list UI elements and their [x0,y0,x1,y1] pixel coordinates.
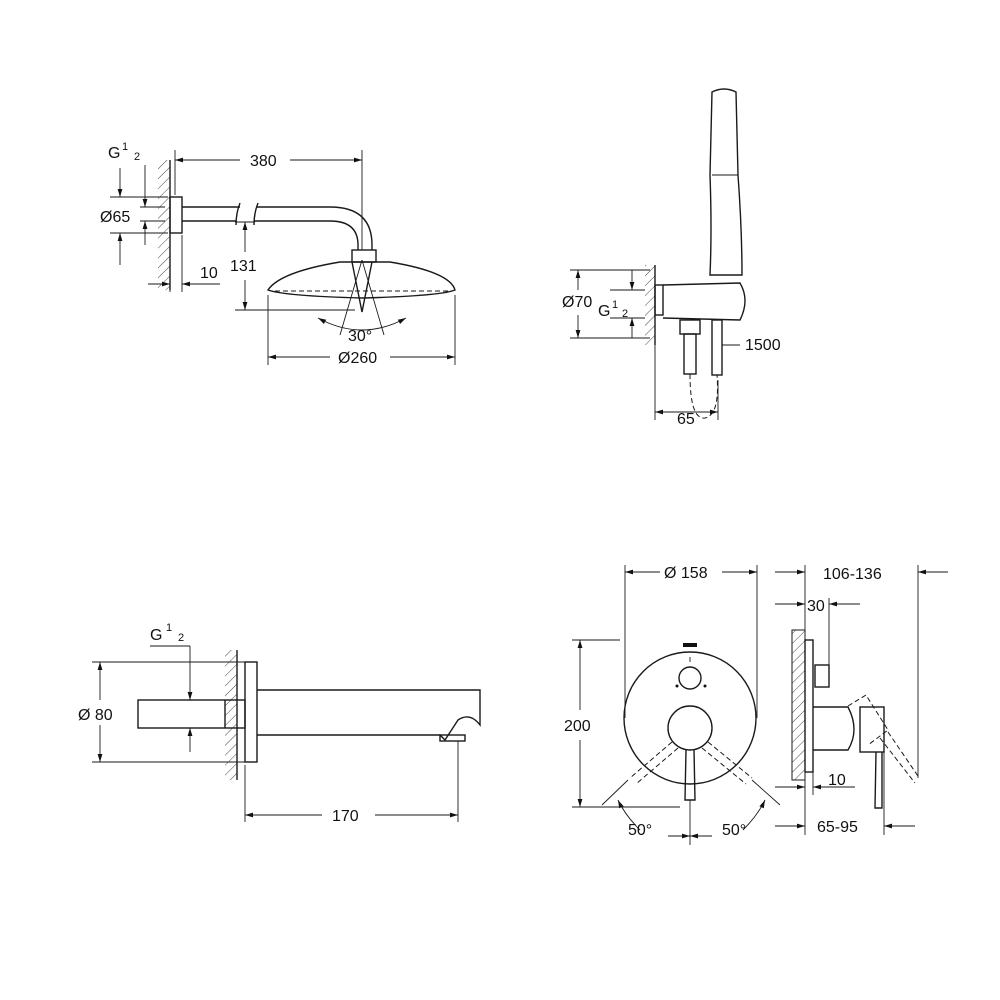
flange-dia-label: Ø 80 [78,707,113,724]
thread-den: 2 [178,632,184,644]
flange-dia-label: Ø65 [100,209,130,226]
plate-offset-label: 30 [807,598,825,615]
length-label: 170 [332,808,359,825]
thread-label: G [150,627,162,644]
height-label: 200 [564,718,591,735]
flange-dia-label: Ø70 [562,294,592,311]
angle-right-label: 50° [722,822,746,839]
flange-depth-label: 10 [200,265,218,282]
spout-drawing: G 1 2 Ø 80 170 [78,622,481,825]
head-dia-label: Ø260 [338,350,377,367]
thread-label: G [108,145,120,162]
rain-shower-drawing: 30° 380 G 1 2 Ø65 10 131 Ø260 [100,141,456,367]
depth-label: 65 [677,411,695,428]
height-label: 131 [230,258,257,275]
install-depth-label: 65-95 [817,819,858,836]
plate-dia-label: Ø 158 [664,565,708,582]
projection-label: 106-136 [823,566,882,583]
thread-num: 1 [122,141,128,153]
plate-depth-label: 10 [828,772,846,789]
thread-den: 2 [622,308,628,320]
angle-label: 30° [348,328,372,345]
hand-shower-drawing: 1500 Ø70 G 1 2 65 [562,88,781,428]
mixer-drawing: 50° 50° Ø 158 200 106-136 30 10 65-95 [564,565,948,845]
thread-den: 2 [134,151,140,163]
thread-label: G [598,303,610,320]
hose-length-label: 1500 [745,337,781,354]
thread-num: 1 [166,622,172,634]
arm-length-label: 380 [250,153,277,170]
angle-left-label: 50° [628,822,652,839]
thread-num: 1 [612,299,618,311]
